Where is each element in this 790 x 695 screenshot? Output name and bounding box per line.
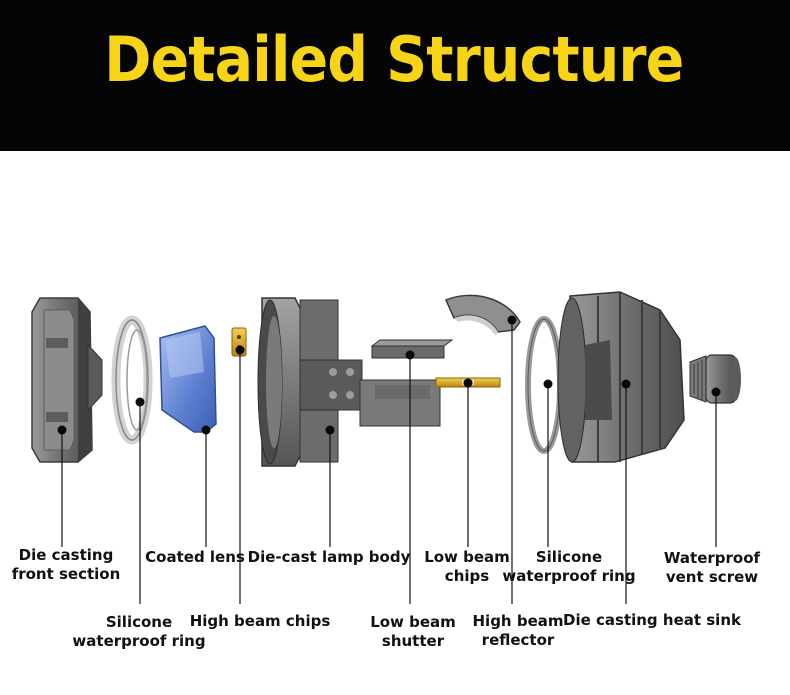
leader-dots [57, 315, 721, 435]
label-high-beam-chips: High beam chips [189, 612, 331, 630]
die-casting-heat-sink [557, 291, 685, 463]
high-beam-reflector [445, 294, 521, 336]
coated-lens [159, 325, 217, 433]
leader-lines [61, 320, 717, 604]
exploded-diagram [31, 291, 741, 604]
label-coated-lens: Coated lens [145, 548, 245, 566]
label-die-cast-lamp-body: Die-cast lamp body [247, 548, 411, 566]
die-casting-front-section [31, 297, 103, 463]
die-cast-lamp-body [257, 297, 441, 467]
label-die-casting-heat-sink: Die casting heat sink [563, 611, 741, 629]
silicone-waterproof-ring-left [111, 315, 153, 445]
page-title: Detailed Structure [104, 23, 684, 96]
header-banner: Detailed Structure [0, 0, 790, 151]
